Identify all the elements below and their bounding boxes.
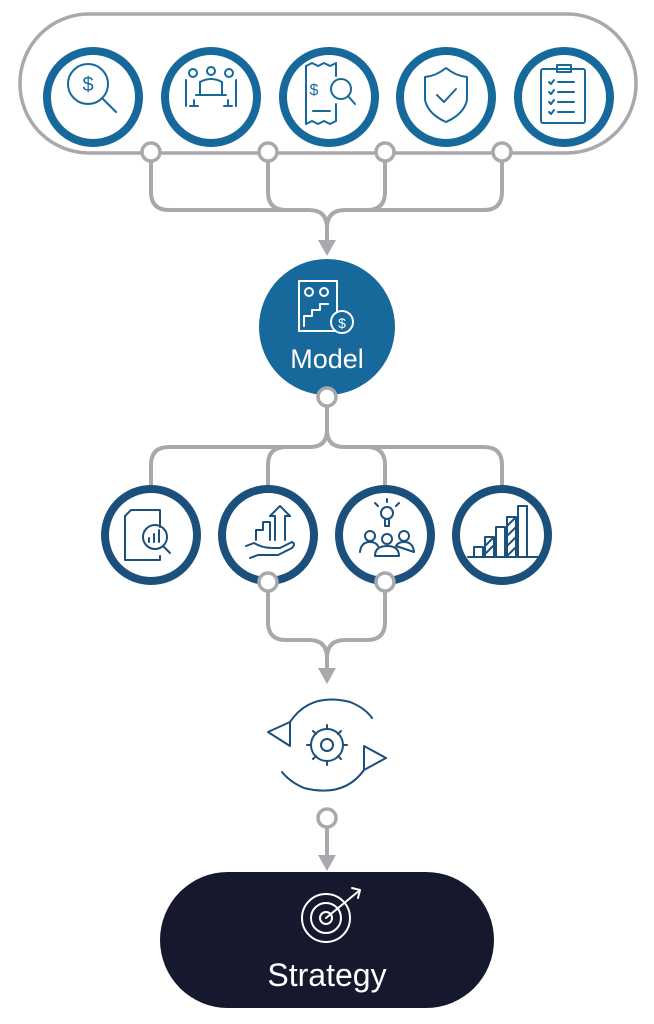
svg-text:$: $ — [310, 82, 319, 99]
output-report-analysis — [101, 485, 201, 585]
inputs-container — [18, 12, 638, 155]
input-dollar-search: $ — [43, 47, 143, 147]
report-analysis-icon — [124, 509, 171, 561]
cycle-gear-icon — [267, 698, 387, 792]
shield-check-icon — [424, 67, 468, 123]
team-idea-icon — [359, 498, 415, 557]
output-growth-hand — [218, 485, 318, 585]
clipboard-checklist-icon — [540, 64, 586, 124]
strategy-label: Strategy — [267, 957, 386, 993]
strategy-connector — [316, 807, 338, 871]
meeting-icon — [185, 66, 237, 107]
input-connectors — [140, 141, 513, 256]
model-dashboard-icon — [298, 280, 354, 334]
dollar-search-icon: $ — [67, 63, 117, 113]
input-meeting — [161, 47, 261, 147]
growth-hand-icon — [245, 505, 295, 559]
output-connectors — [149, 386, 504, 490]
input-shield-check — [396, 47, 496, 147]
strategy-node: Strategy — [160, 872, 494, 1008]
bar-chart-icon — [467, 505, 539, 558]
output-bar-chart — [452, 485, 552, 585]
svg-text:$: $ — [338, 315, 346, 331]
output-team-idea — [335, 485, 435, 585]
model-label: Model — [290, 344, 364, 374]
input-receipt-search: $ — [279, 47, 379, 147]
svg-text:$: $ — [82, 74, 93, 96]
process-connectors — [257, 571, 396, 684]
receipt-search-icon: $ — [305, 62, 356, 125]
input-clipboard-checklist — [514, 47, 614, 147]
target-icon — [301, 887, 361, 943]
model-node: $ Model — [259, 259, 395, 395]
